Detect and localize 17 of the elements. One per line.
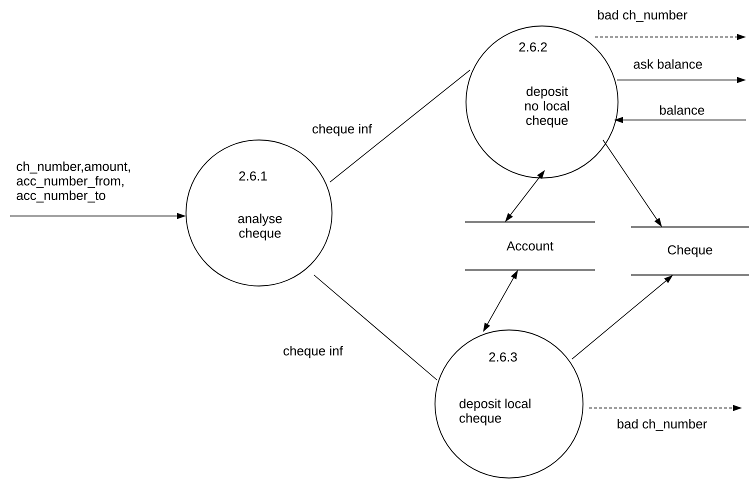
edge-label: bad ch_number [598,10,688,22]
edge-label: ch_number,amount, acc_number_from, acc_number_to [16,162,130,202]
process-label: deposit local cheque [460,398,530,426]
edge-label: ask balance [634,59,702,69]
data-store: Cheque [630,226,749,276]
edge-label: cheque inf [312,124,372,136]
process-number: 2.6.1 [239,171,267,181]
process-number: 2.6.2 [519,42,547,52]
edge-label: bad ch_number [618,419,707,431]
connector-line [330,70,470,182]
connector-line [314,274,438,380]
process-label: analyse cheque [238,214,282,240]
edge-label: balance [660,105,704,115]
process-number: 2.6.3 [489,352,517,362]
data-store: Account [464,222,596,270]
process-label: deposit no local cheque [525,86,569,128]
edge-label: cheque inf [284,346,343,358]
